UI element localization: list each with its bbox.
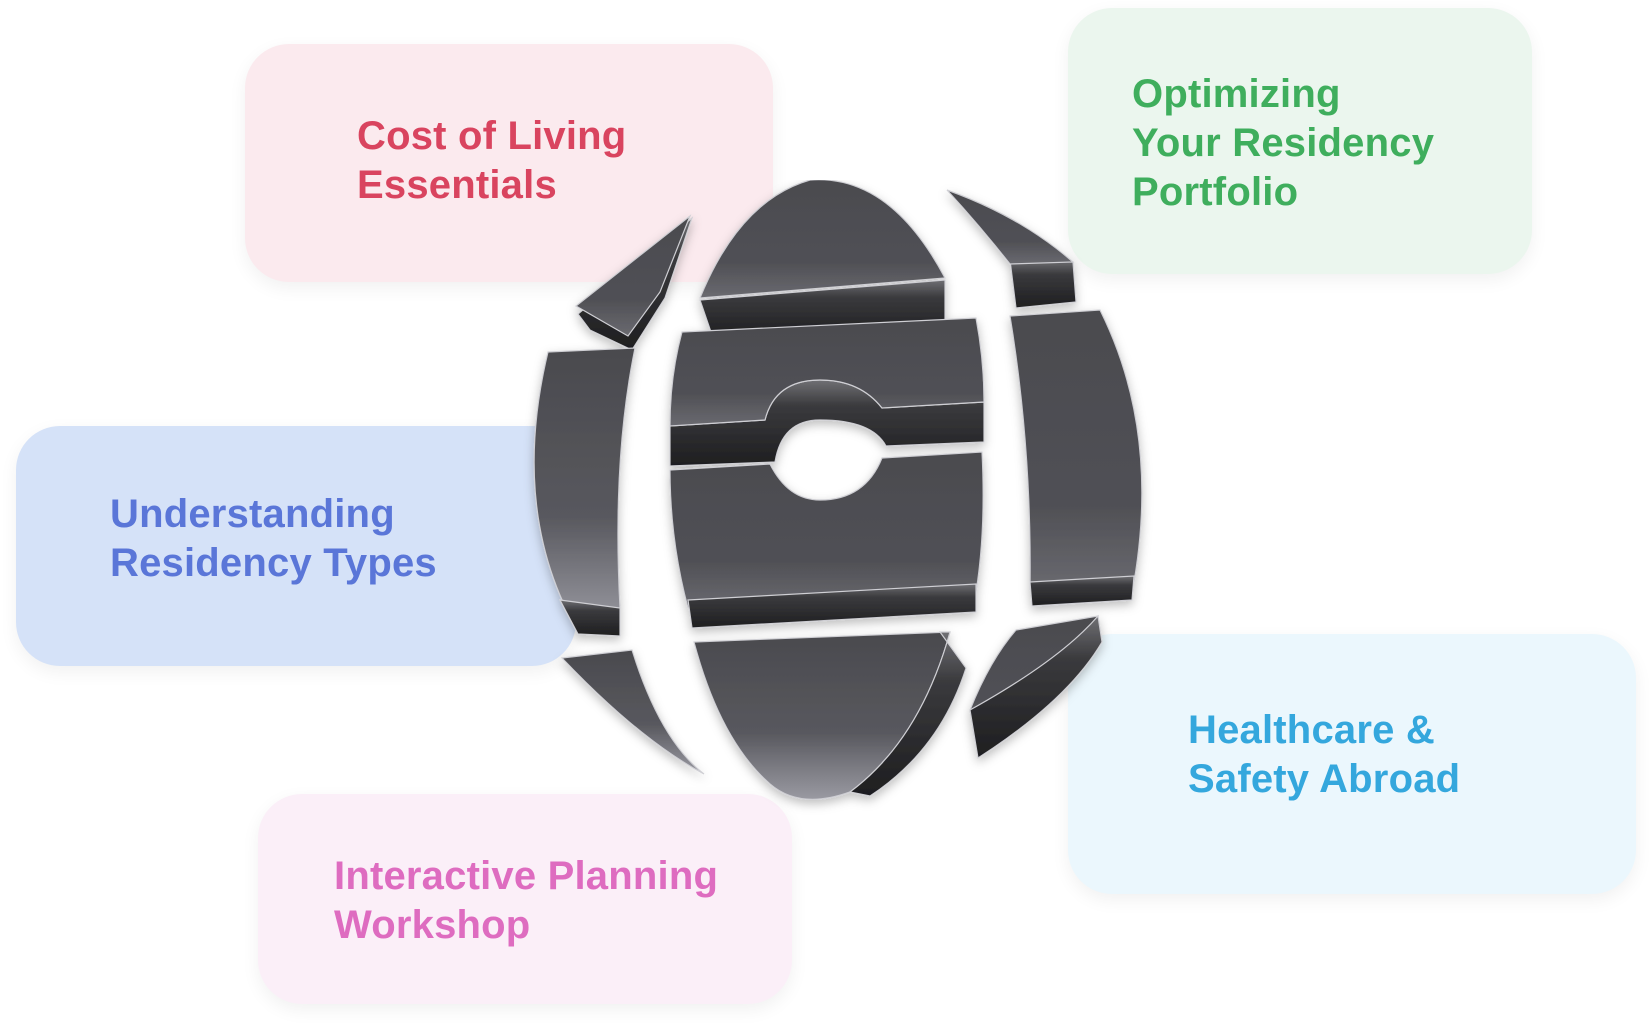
globe-segment-right [1009,309,1143,591]
globe-segment-left [533,347,636,629]
card-label-planning-workshop: Interactive Planning Workshop [334,854,719,947]
globe-segment-top-right [1009,259,1077,309]
card-optimizing-portfolio: Optimizing Your Residency Portfolio [1068,8,1532,274]
globe-segment-bottom-left [560,649,705,775]
card-planning-workshop: Interactive Planning Workshop [258,794,792,1004]
card-understanding-residency: Understanding Residency Types [16,426,576,666]
card-cost-of-living: Cost of Living Essentials [245,44,773,282]
card-healthcare-safety: Healthcare & Safety Abroad [1068,634,1636,894]
card-label-optimizing-portfolio: Optimizing Your Residency Portfolio [1132,72,1435,214]
globe-segment-middle-lower [669,451,984,609]
card-label-cost-of-living: Cost of Living Essentials [357,114,627,207]
card-label-healthcare-safety: Healthcare & Safety Abroad [1188,708,1461,801]
globe-segment-bottom-cap [693,631,951,800]
globe-icon [533,180,1143,800]
card-label-understanding-residency: Understanding Residency Types [110,492,437,585]
